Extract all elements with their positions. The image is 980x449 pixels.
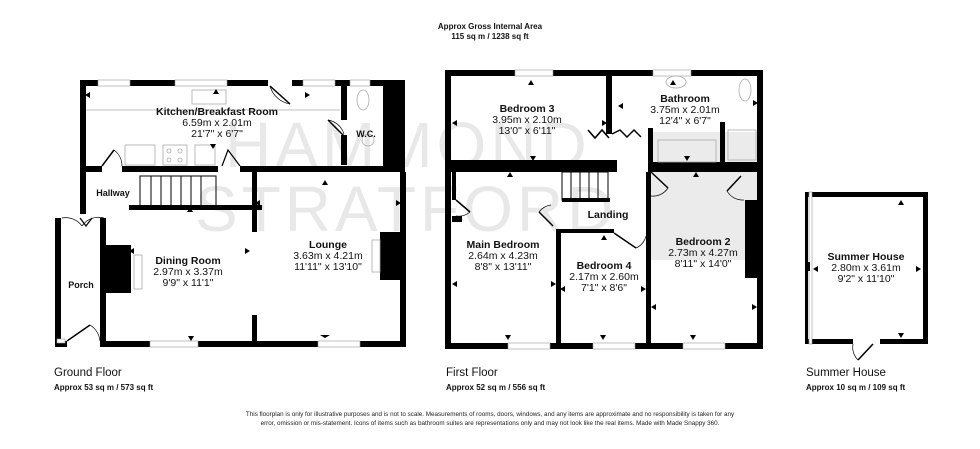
- first-floor-area: Approx 52 sq m / 556 sq ft: [446, 383, 546, 392]
- room-imperial: 13'0" x 6'11": [498, 125, 556, 137]
- room-metric: 3.75m x 2.01m: [650, 104, 720, 116]
- room-name: Bathroom: [660, 93, 710, 105]
- room-metric: 2.97m x 3.37m: [153, 266, 223, 278]
- room-name: Dining Room: [155, 255, 221, 267]
- room-name: Kitchen/Breakfast Room: [156, 106, 278, 118]
- room-kitchen-breakfast: Kitchen/Breakfast Room 6.59m x 2.01m 21'…: [156, 107, 278, 140]
- room-imperial: 7'1" x 8'6": [581, 282, 627, 294]
- room-name: Summer House: [827, 251, 905, 263]
- ground-floor-title: Ground Floor: [54, 367, 122, 379]
- gross-area-header: Approx Gross Internal Area 115 sq m / 12…: [0, 22, 980, 42]
- room-imperial: 11'11" x 13'10": [294, 261, 362, 273]
- room-name: Bedroom 4: [576, 260, 632, 272]
- room-metric: 2.73m x 4.27m: [668, 247, 738, 259]
- gross-area-value: 115 sq m / 1238 sq ft: [451, 32, 529, 41]
- summer-house-area: Approx 10 sq m / 109 sq ft: [806, 383, 906, 392]
- room-summer-house: Summer House 2.80m x 3.61m 9'2" x 11'10": [827, 252, 904, 285]
- room-bedroom-4: Bedroom 4 2.17m x 2.60m 7'1" x 8'6": [569, 261, 638, 294]
- room-imperial: 8'11" x 14'0": [674, 258, 732, 270]
- room-metric: 3.95m x 2.10m: [492, 114, 562, 126]
- room-name: W.C.: [356, 129, 376, 139]
- room-imperial: 21'7" x 6'7": [191, 128, 243, 140]
- room-imperial: 9'2" x 11'10": [837, 273, 895, 285]
- room-metric: 2.17m x 2.60m: [569, 271, 639, 283]
- room-imperial: 9'9" x 11'1": [162, 277, 214, 289]
- room-bedroom-3: Bedroom 3 3.95m x 2.10m 13'0" x 6'11": [492, 104, 561, 137]
- room-name: Lounge: [309, 239, 347, 251]
- room-metric: 2.64m x 4.23m: [468, 250, 538, 262]
- watermark-logo: [648, 132, 760, 260]
- room-bedroom-2: Bedroom 2 2.73m x 4.27m 8'11" x 14'0": [668, 237, 737, 270]
- disclaimer-text: This floorplan is only for illustrative …: [245, 411, 735, 427]
- room-imperial: 8'8" x 13'11": [474, 261, 532, 273]
- room-name: Main Bedroom: [466, 239, 540, 251]
- room-metric: 6.59m x 2.01m: [182, 117, 252, 129]
- room-name: Porch: [68, 280, 94, 290]
- room-porch: Porch: [68, 278, 94, 291]
- room-metric: 2.80m x 3.61m: [831, 262, 901, 274]
- first-floor-title: First Floor: [446, 367, 498, 379]
- room-hallway: Hallway: [96, 186, 130, 199]
- room-dining: Dining Room 2.97m x 3.37m 9'9" x 11'1": [153, 256, 222, 289]
- room-wc: W.C.: [356, 127, 376, 140]
- gross-area-title: Approx Gross Internal Area: [437, 22, 543, 31]
- room-imperial: 12'4" x 6'7": [659, 115, 711, 127]
- room-name: Hallway: [96, 188, 130, 198]
- ground-floor-area: Approx 53 sq m / 573 sq ft: [54, 383, 154, 392]
- room-metric: 3.63m x 4.21m: [293, 250, 363, 262]
- room-bathroom: Bathroom 3.75m x 2.01m 12'4" x 6'7": [650, 94, 719, 127]
- room-lounge: Lounge 3.63m x 4.21m 11'11" x 13'10": [293, 240, 362, 273]
- room-name: Bedroom 3: [499, 103, 555, 115]
- room-landing: Landing: [588, 210, 629, 221]
- room-name: Landing: [587, 209, 629, 221]
- summer-house-title: Summer House: [806, 367, 886, 379]
- room-name: Bedroom 2: [675, 236, 731, 248]
- room-main-bedroom: Main Bedroom 2.64m x 4.23m 8'8" x 13'11": [467, 240, 540, 273]
